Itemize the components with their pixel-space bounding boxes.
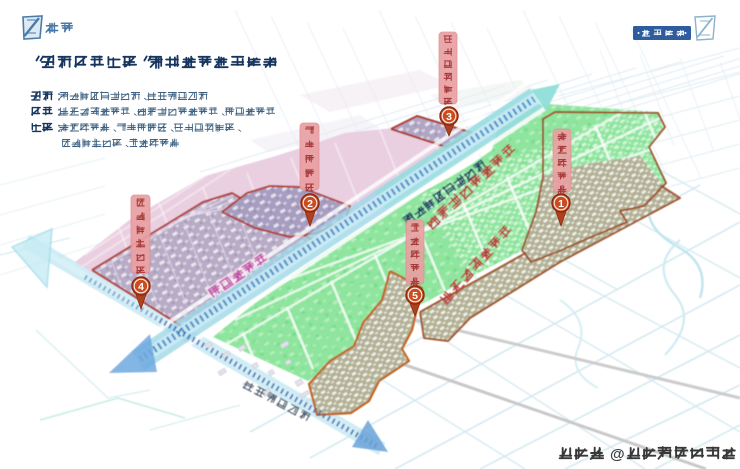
svg-text:1: 1	[558, 198, 564, 210]
svg-text:4: 4	[138, 281, 144, 293]
svg-text:3: 3	[446, 111, 452, 123]
svg-text:2: 2	[307, 198, 313, 210]
svg-text:5: 5	[412, 290, 418, 302]
svg-text:@: @	[610, 446, 625, 463]
